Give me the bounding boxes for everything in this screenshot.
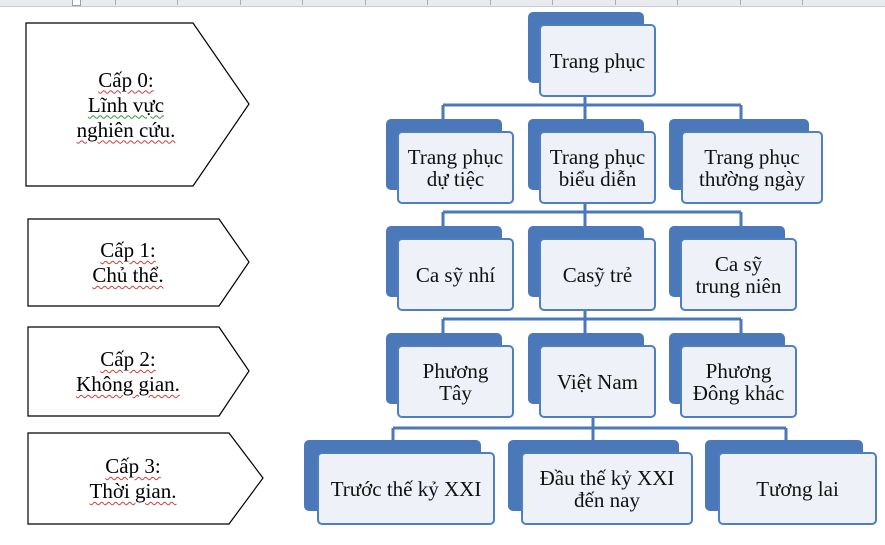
node-row2-young-singer[interactable]: Casỹ trẻ bbox=[528, 226, 656, 311]
node-row3-other-east[interactable]: Phương Đông khác bbox=[669, 333, 797, 418]
node-label-line: Trước thế kỷ XXI bbox=[330, 476, 482, 501]
ruler-tick bbox=[427, 0, 428, 5]
ruler-tick bbox=[740, 0, 741, 5]
node-label-line: trung niên bbox=[695, 273, 782, 298]
ruler-strip bbox=[0, 0, 885, 7]
level-3-title: Cấp 3: bbox=[105, 454, 161, 478]
level-1-label: Cấp 1: Chủ thể. bbox=[28, 218, 228, 308]
node-label-line: thường ngày bbox=[699, 166, 805, 191]
node-label-line: Trang phục bbox=[704, 144, 800, 169]
node-label-line: Ca sỹ bbox=[714, 251, 763, 276]
ruler-tick bbox=[177, 0, 178, 5]
level-0-arrow-shape bbox=[25, 22, 250, 187]
node-row2-middle-aged-singer[interactable]: Ca sỹ trung niên bbox=[669, 226, 797, 311]
node-row4-before-21st-century[interactable]: Trước thế kỷ XXI bbox=[304, 440, 495, 525]
level-1-line-1: Chủ thể. bbox=[92, 263, 164, 287]
node-row1-performance[interactable]: Trang phục biểu diễn bbox=[528, 119, 656, 204]
level-2-label: Cấp 2: Không gian. bbox=[28, 326, 228, 418]
node-row4-early-21st-century[interactable]: Đầu thế kỷ XXI đến nay bbox=[508, 440, 693, 525]
node-label-line: Tương lai bbox=[756, 476, 839, 501]
node-label-line: Ca sỹ nhí bbox=[415, 262, 496, 287]
ruler-tick bbox=[115, 0, 116, 5]
node-label-line: dự tiệc bbox=[426, 166, 485, 191]
node-root[interactable]: Trang phục bbox=[528, 12, 656, 97]
ruler-tick bbox=[365, 0, 366, 5]
node-label-line: Casỹ trẻ bbox=[562, 262, 633, 287]
level-0-title: Cấp 0: bbox=[98, 67, 154, 92]
node-label-line: Trang phục bbox=[549, 144, 646, 169]
level-1-arrow-shape bbox=[27, 218, 250, 307]
node-row2-child-singer[interactable]: Ca sỹ nhí bbox=[386, 226, 514, 311]
node-label-line: Trang phục bbox=[407, 144, 504, 169]
level-3-line-1: Thời gian. bbox=[89, 479, 177, 503]
node-row1-everyday[interactable]: Trang phục thường ngày bbox=[669, 119, 823, 204]
node-row1-party[interactable]: Trang phục dự tiệc bbox=[386, 119, 514, 204]
level-2-arrow-shape bbox=[27, 326, 250, 417]
ruler-tick bbox=[302, 0, 303, 5]
node-label-line: Đầu thế kỷ XXI bbox=[539, 465, 675, 490]
ruler-tick bbox=[490, 0, 491, 5]
level-3-label: Cấp 3: Thời gian. bbox=[28, 432, 238, 526]
node-label-line: Phương bbox=[422, 358, 489, 383]
level-3-arrow-shape bbox=[27, 432, 264, 525]
ruler-tick bbox=[240, 0, 241, 5]
node-row3-west[interactable]: Phương Tây bbox=[386, 333, 514, 418]
node-label-line: Đông khác bbox=[692, 380, 785, 405]
ruler-tick bbox=[615, 0, 616, 5]
level-2-title: Cấp 2: bbox=[100, 347, 156, 371]
node-label-line: Phương bbox=[705, 358, 772, 383]
ruler-tick bbox=[552, 0, 553, 5]
level-1-title: Cấp 1: bbox=[100, 238, 156, 262]
ruler-tick bbox=[677, 0, 678, 5]
level-0-line-2: nghiên cứu. bbox=[76, 117, 176, 142]
level-0-line-1: Lĩnh vực bbox=[87, 92, 165, 117]
ruler-tick bbox=[802, 0, 803, 5]
node-row4-future[interactable]: Tương lai bbox=[705, 440, 877, 525]
node-label-line: Tây bbox=[439, 380, 472, 405]
level-2-line-1: Không gian. bbox=[76, 372, 180, 396]
node-label-line: Việt Nam bbox=[557, 369, 638, 394]
node-label-line: biểu diễn bbox=[558, 166, 637, 191]
level-0-label: Cấp 0: Lĩnh vực nghiên cứu. bbox=[26, 22, 226, 188]
node-root-label: Trang phục bbox=[549, 48, 646, 73]
node-row3-vietnam[interactable]: Việt Nam bbox=[528, 333, 656, 418]
node-label-line: đến nay bbox=[574, 487, 640, 512]
ruler-indent-marker[interactable] bbox=[72, 0, 81, 6]
